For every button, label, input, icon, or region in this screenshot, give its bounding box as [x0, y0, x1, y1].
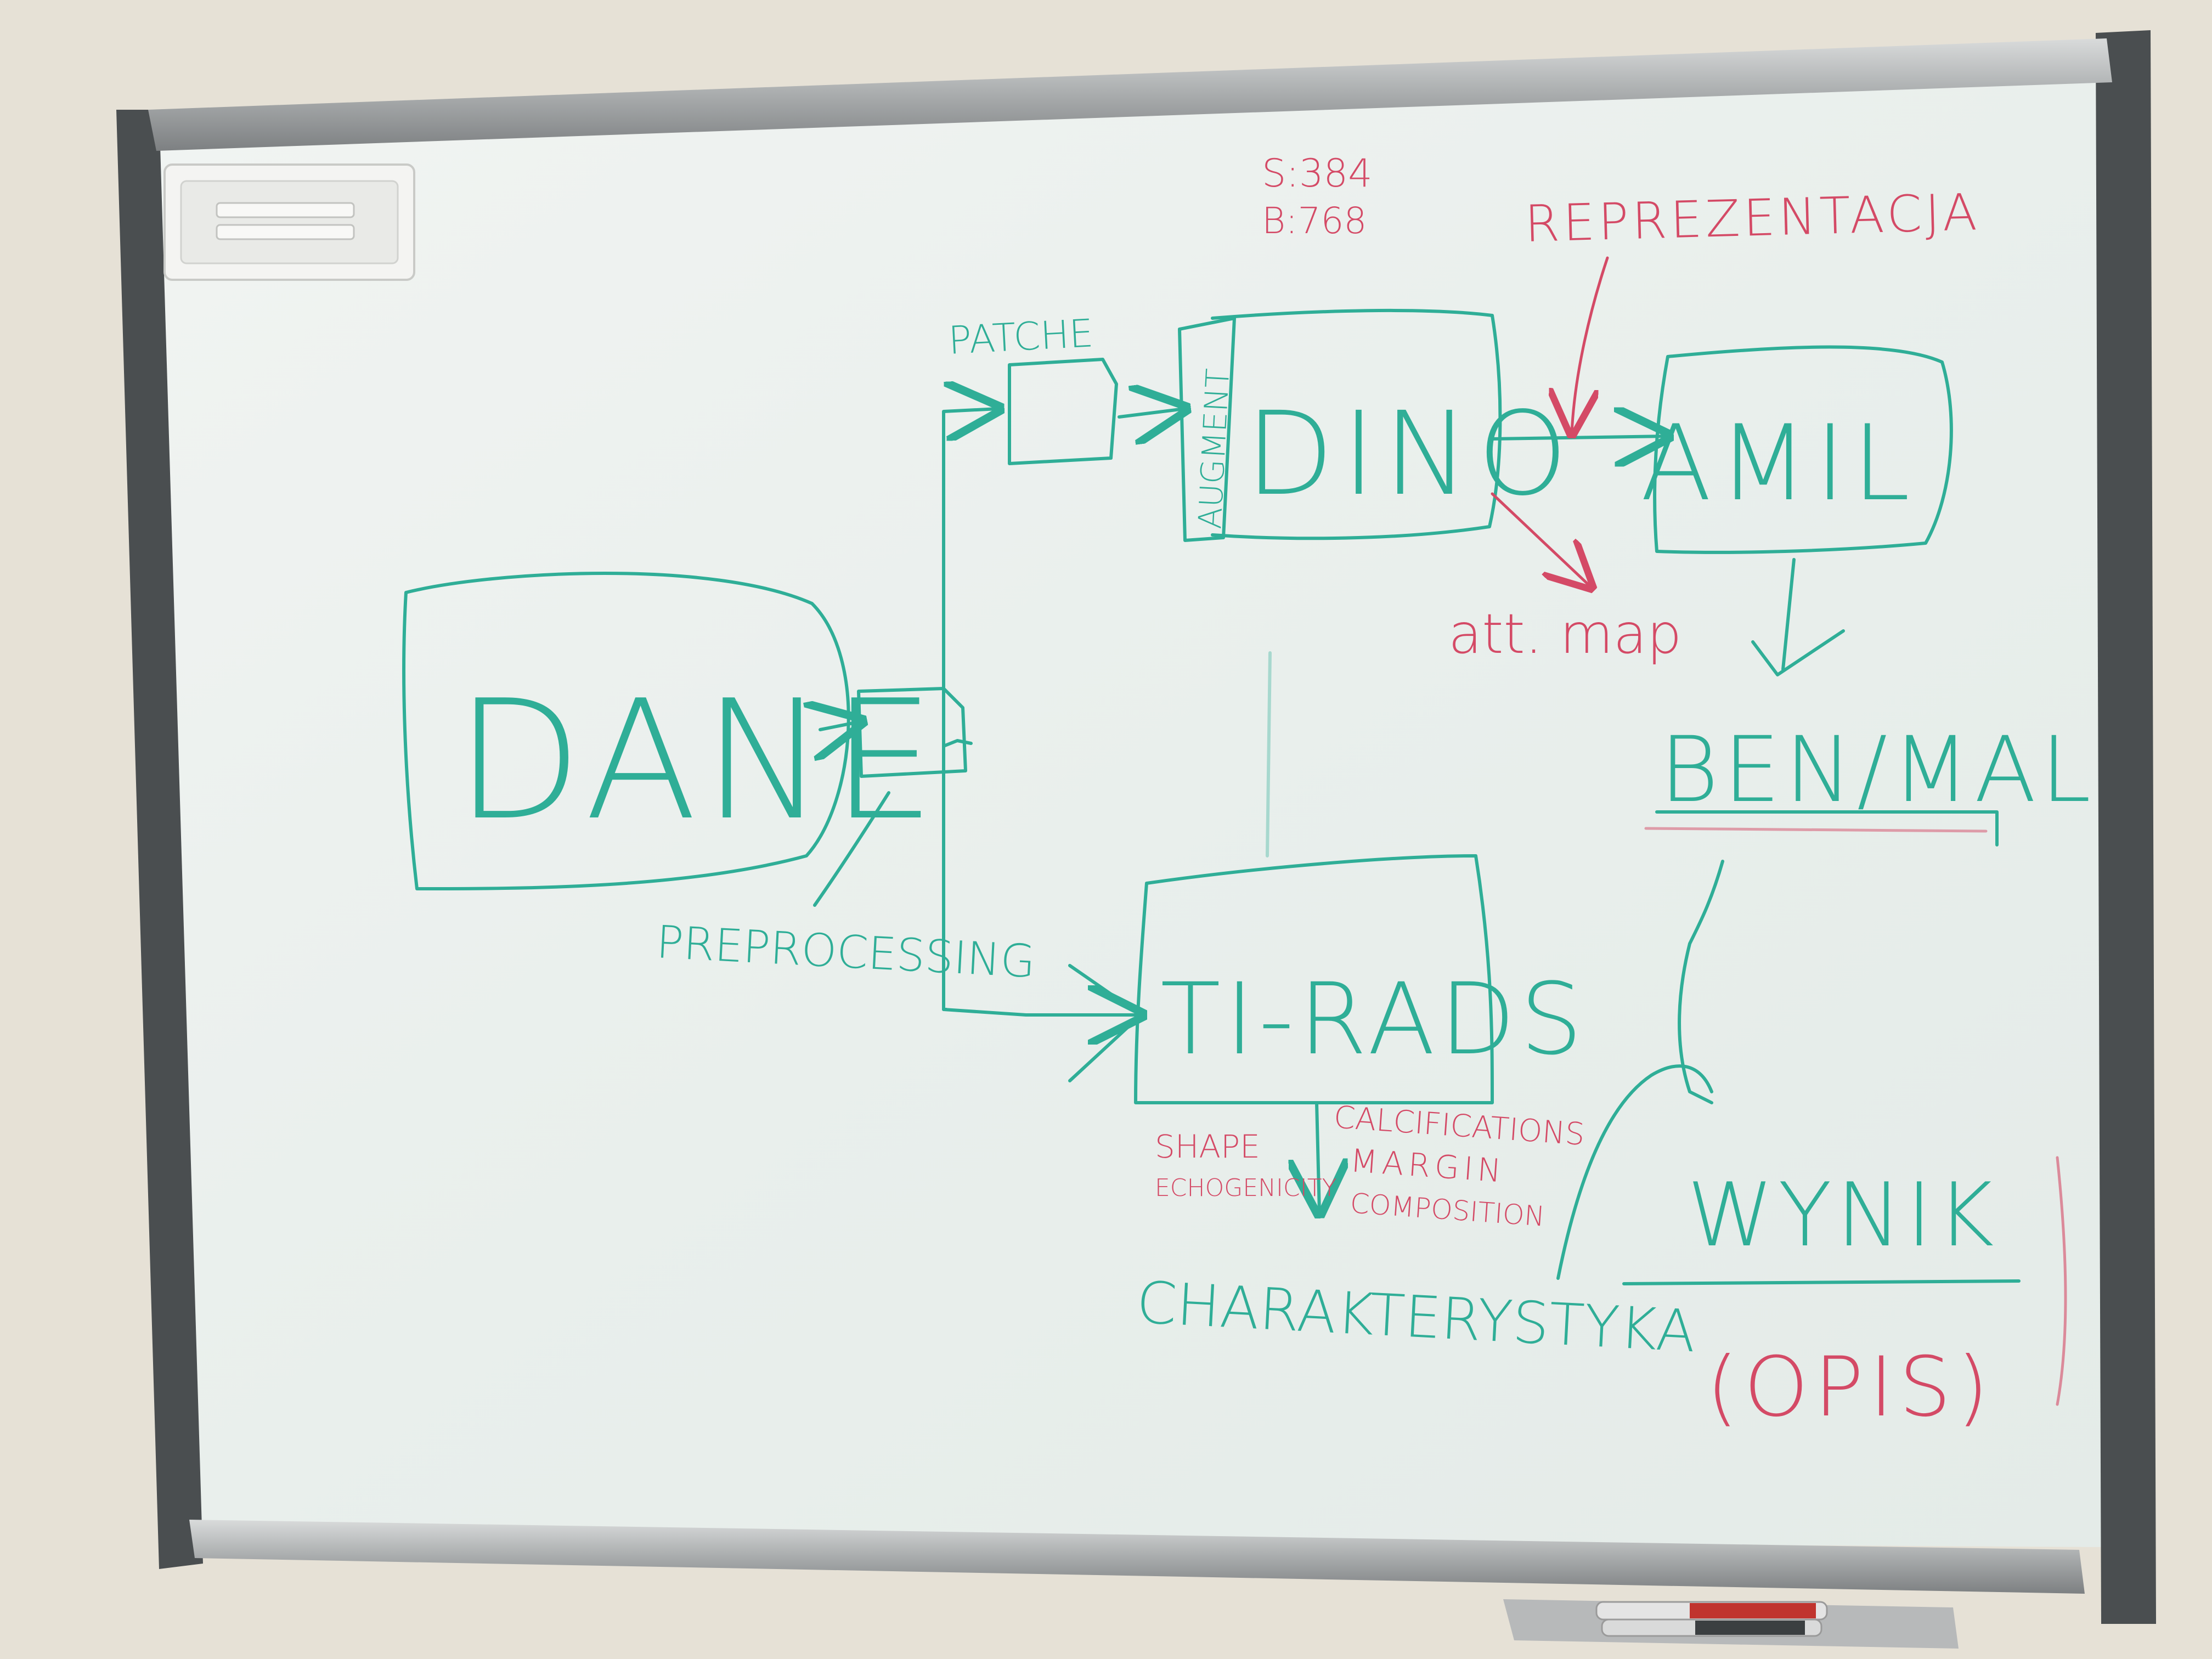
red-faint-line [1644, 827, 1988, 833]
benmal-underline [1655, 810, 1999, 847]
reprezentacja-label: REPREZENTACJA [1524, 183, 1981, 253]
dino-box [1211, 308, 1502, 540]
amil-to-benmal-arrow [1781, 558, 1796, 671]
top-rail [148, 38, 2112, 151]
dane-to-preprocessing-arrow [820, 721, 861, 730]
top-stat-s: S:384 [1262, 151, 1373, 196]
reprezentacja-arrow [1572, 256, 1609, 433]
red-annotations [1491, 256, 2067, 1406]
patche-label: PATCHE [947, 311, 1095, 363]
att-map-label: att. map [1448, 602, 1681, 666]
benmal-to-wynik-line [1678, 860, 1724, 1104]
tirads-box [1134, 854, 1494, 1105]
tirads-label: TI-RADS [1160, 962, 1587, 1077]
bottom-rail [189, 1520, 2085, 1594]
dino-label: DINO [1245, 387, 1576, 521]
benmal-label: BEN/MAL [1660, 717, 2095, 822]
preprocessing-box [857, 687, 967, 778]
shape-label: SHAPE [1155, 1128, 1260, 1165]
echogenicity-label: ECHOGENICITY [1155, 1174, 1336, 1202]
left-frame [116, 110, 203, 1569]
dane-box [402, 572, 850, 890]
att-map-arrow [1491, 492, 1591, 587]
eraser-icon[interactable] [163, 163, 415, 281]
dane-label: DANE [455, 665, 941, 856]
augment-label: AUGMENT [1191, 368, 1237, 530]
top-stat-b: B:768 [1262, 200, 1367, 242]
marker-pens-icon[interactable] [1595, 1601, 1828, 1637]
branch-to-tirads-arrow [942, 1009, 1141, 1015]
charakterystyka-to-wynik-line [1556, 1064, 1713, 1280]
tirads-to-charakterystyka-arrow [1317, 1101, 1319, 1212]
faint-center-line [1266, 651, 1272, 857]
amil-box [1653, 345, 1953, 554]
amil-label: AMIL [1640, 403, 1917, 524]
patche-to-augment-arrow [1118, 409, 1185, 417]
wynik-label: WYNIK [1687, 1164, 1999, 1266]
branch-up-line [942, 409, 998, 748]
opis-label: (OPIS) [1706, 1340, 1994, 1435]
right-frame [2096, 30, 2156, 1624]
wynik-bracket [2056, 1156, 2067, 1406]
preprocessing-pointer [813, 791, 890, 907]
augment-box [1178, 317, 1236, 542]
patche-box [1008, 358, 1118, 465]
wynik-underline [1622, 1279, 2021, 1285]
